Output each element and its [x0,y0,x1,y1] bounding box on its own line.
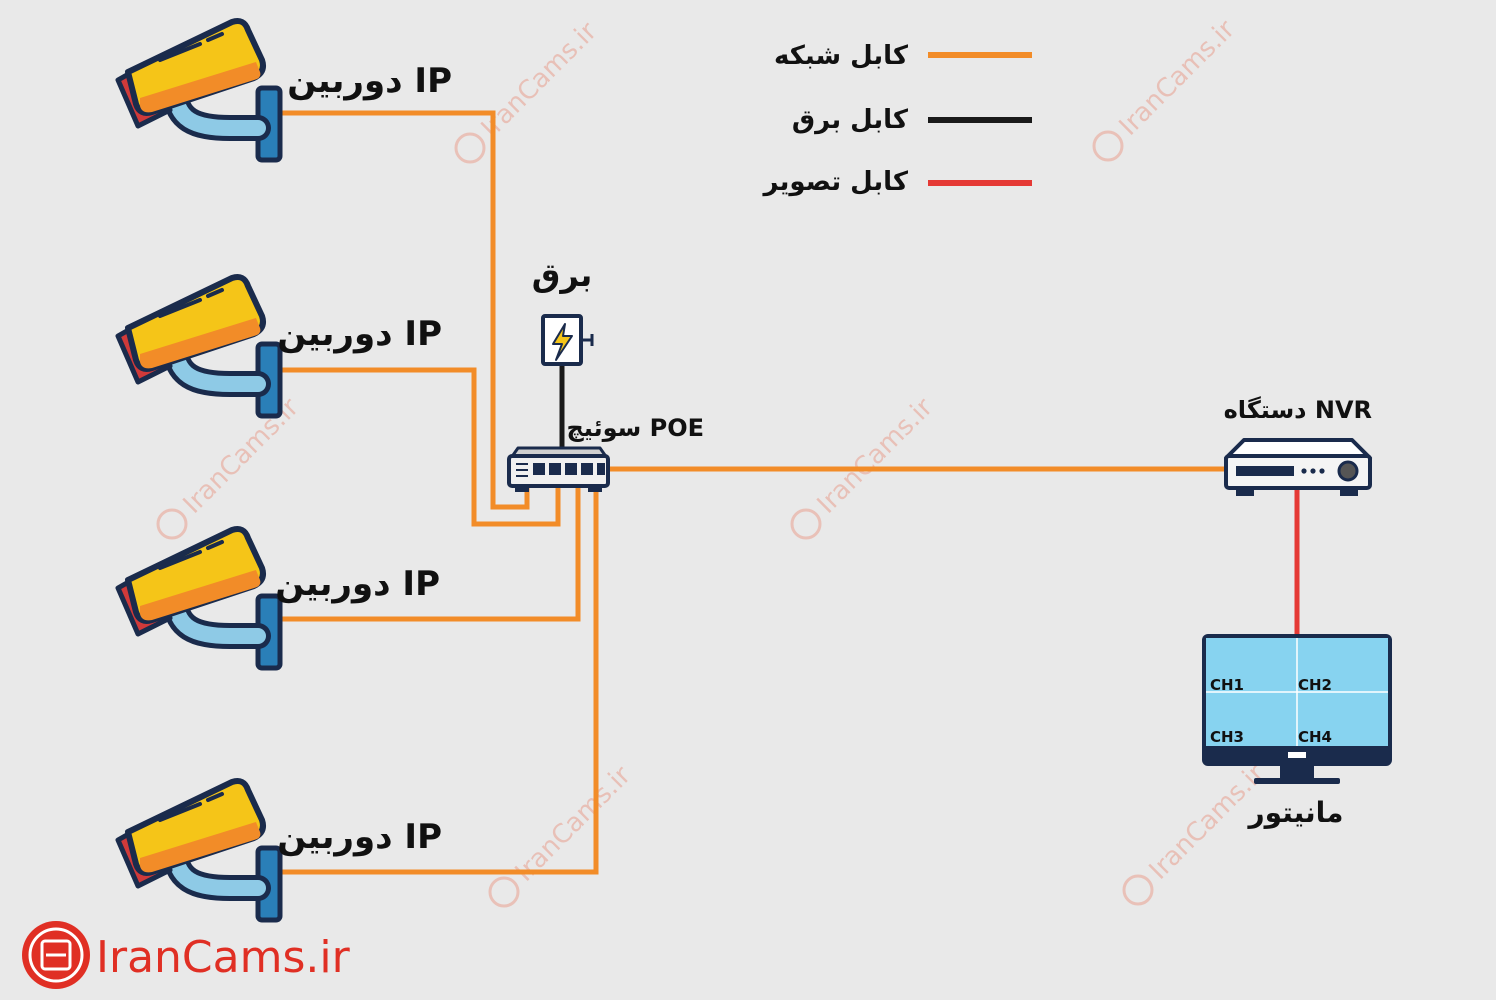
monitor-channel-2: CH2 [1298,676,1332,694]
power-label: برق [532,256,593,294]
cable-camera-1 [276,110,530,510]
svg-text:IranCams.ir: IranCams.ir [178,392,305,519]
legend: کابل شبکه کابل برق کابل تصویر [761,41,1032,197]
legend-network-label: کابل شبکه [774,41,909,71]
svg-text:IranCams.ir: IranCams.ir [510,760,637,887]
svg-text:IranCams.ir: IranCams.ir [812,392,939,519]
camera-2-icon [118,277,280,416]
cable-camera-2 [276,367,561,527]
brand-logo: IranCams.ir [22,921,351,989]
svg-text:IranCams.ir: IranCams.ir [1114,14,1241,141]
camera-3-label: دوربین IP [275,564,440,604]
power-outlet-icon [541,314,594,366]
camera-2-label: دوربین IP [277,314,442,354]
monitor: CH1 CH2 CH3 CH4 مانیتور [1202,634,1392,829]
camera-4-icon [118,781,280,920]
cables [276,110,1300,875]
watermark-6: IranCams.ir [1122,758,1271,906]
camera-4-label: دوربین IP [277,817,442,857]
switch-label: سوئیچ POE [566,414,704,442]
monitor-channel-3: CH3 [1210,728,1244,746]
monitor-icon [1202,634,1392,784]
camera-4: دوربین IP [118,781,442,920]
monitor-channel-1: CH1 [1210,676,1244,694]
monitor-channel-4: CH4 [1298,728,1332,746]
brand-text: IranCams.ir [96,932,351,983]
legend-power-label: کابل برق [792,105,909,135]
brand-logo-icon [22,921,90,989]
cable-camera-4 [276,486,599,875]
watermark-2: IranCams.ir [1092,14,1241,162]
camera-3-icon [118,529,280,668]
power-source: برق [532,256,594,366]
monitor-label: مانیتور [1247,796,1344,829]
camera-1: دوربین IP [118,21,452,160]
watermark-5: IranCams.ir [488,760,637,908]
poe-switch: سوئیچ POE [507,414,704,492]
nvr-device: دستگاه NVR [1224,396,1372,496]
cable-camera-3 [276,486,581,622]
switch-icon [507,446,610,492]
nvr-label: دستگاه NVR [1224,396,1372,424]
nvr-icon [1224,438,1372,496]
camera-2: دوربین IP [118,277,442,416]
watermark-3: IranCams.ir [156,392,305,540]
camera-1-label: دوربین IP [287,61,452,101]
camera-3: دوربین IP [118,529,440,668]
camera-1-icon [118,21,280,160]
watermark-1: IranCams.ir [454,16,603,164]
legend-video-label: کابل تصویر [761,167,908,197]
